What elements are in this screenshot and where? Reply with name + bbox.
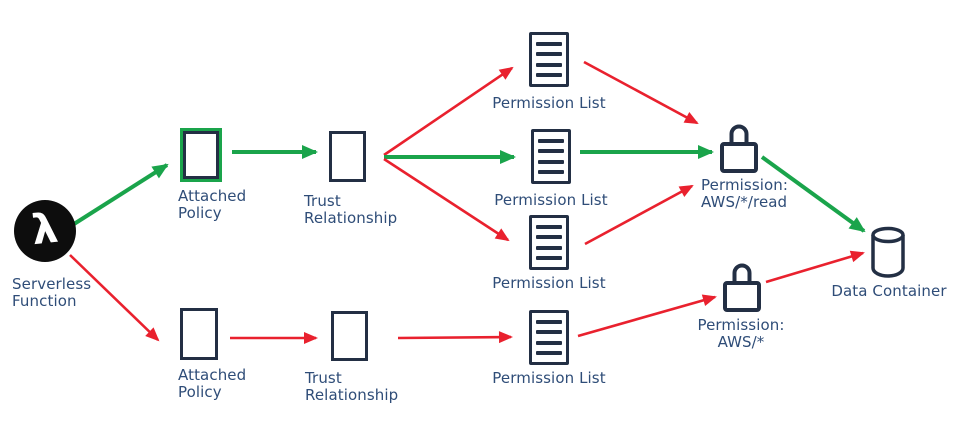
trust-relationship-bottom-label: Trust Relationship <box>305 369 399 405</box>
permission-list-4-icon <box>529 310 569 365</box>
permission-list-2-label: Permission List <box>494 191 608 209</box>
permission-list-2-icon <box>531 129 571 184</box>
permission-list-1-label: Permission List <box>492 94 606 112</box>
permission-read-lock-icon <box>720 124 758 173</box>
data-container-label: Data Container <box>831 282 947 300</box>
attached-policy-bottom-label: Attached Policy <box>178 366 247 402</box>
permission-all-lock-icon <box>723 263 761 312</box>
permission-list-3-label: Permission List <box>492 274 606 292</box>
edge-permission_list_1-permission_read <box>583 60 699 125</box>
data-container-icon <box>871 226 905 278</box>
permission-list-1-icon <box>529 32 569 87</box>
trust-relationship-bottom-icon <box>331 311 368 361</box>
lambda-glyph: λ <box>29 203 61 255</box>
edge-serverless_function-attached_policy_top <box>72 163 169 226</box>
attached-policy-top-icon <box>183 131 219 179</box>
permission-read-label: Permission: AWS/*/read <box>701 176 789 212</box>
attached-policy-top-label: Attached Policy <box>178 187 247 223</box>
edge-permission_all-data_container <box>765 250 865 284</box>
attached-policy-bottom-icon <box>180 308 218 360</box>
lambda-icon: λ <box>14 200 76 262</box>
edge-trust_relationship_bottom-permission_list_4 <box>397 331 513 344</box>
serverless-function-label: Serverless Function <box>12 275 92 311</box>
permission-all-label: Permission: AWS/* <box>697 316 785 352</box>
trust-relationship-top-icon <box>329 131 366 182</box>
trust-relationship-top-label: Trust Relationship <box>304 192 398 228</box>
permission-list-3-icon <box>529 215 569 270</box>
permission-list-4-label: Permission List <box>492 369 606 387</box>
